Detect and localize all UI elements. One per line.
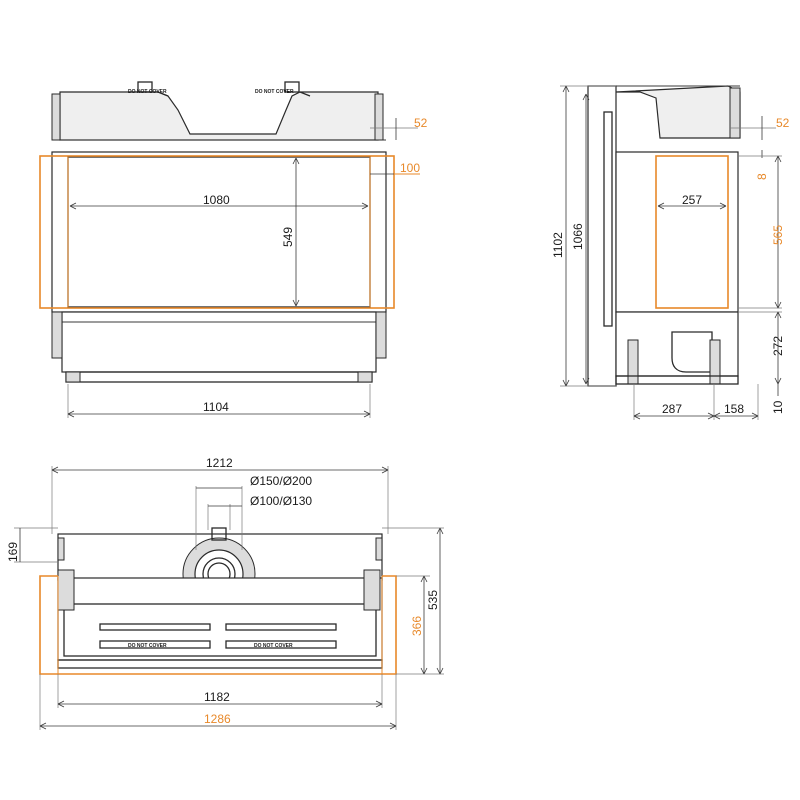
top-dim-flue-outer: Ø150/Ø200 — [250, 474, 312, 488]
top-label-vent-right: DO NOT COVER — [254, 643, 293, 649]
front-dim-overall-width: 1104 — [203, 400, 229, 414]
top-dim-1286-arrows — [39, 722, 397, 730]
side-view: 1102 1066 52 8 565 272 10 257 — [551, 85, 790, 420]
top-label-vent-left: DO NOT COVER — [128, 643, 167, 649]
front-dim-frame: 100 — [400, 161, 420, 175]
top-cladding-outline — [39, 575, 397, 675]
side-foot-right — [709, 339, 721, 385]
front-dim-top-gap: 52 — [414, 116, 428, 130]
side-front-body — [615, 151, 739, 313]
side-dim-base-height: 272 — [771, 336, 785, 356]
front-side-bracket-right — [374, 93, 384, 141]
top-vent-right-lower — [225, 640, 337, 649]
front-foot-right — [357, 371, 373, 383]
side-dim-272-arrows — [774, 311, 782, 385]
side-rear-panel — [603, 111, 613, 327]
top-front-plinth — [57, 659, 383, 669]
side-dim-total-height: 1102 — [551, 232, 565, 258]
front-body — [51, 151, 387, 313]
side-dim-565-arrows — [774, 155, 782, 309]
side-dim-base-depth: 287 — [662, 402, 682, 416]
side-dim-top-gap: 52 — [776, 116, 790, 130]
top-vent-left-lower — [99, 640, 211, 649]
side-dim-1102-arrows — [562, 85, 570, 387]
top-rear-bracket-right — [375, 537, 383, 561]
top-dim-flue-inner: Ø100/Ø130 — [250, 494, 312, 508]
top-dim-left-depth: 169 — [6, 542, 20, 562]
side-top-hood-inner — [729, 87, 741, 139]
top-side-right — [363, 569, 381, 611]
side-plinth — [615, 375, 739, 385]
side-base-duct — [671, 331, 713, 373]
front-dim-549-arrows — [292, 157, 300, 307]
front-dim-1104-arrows — [67, 410, 371, 418]
side-dim-back-depth: 158 — [724, 402, 744, 416]
front-side-panel-left — [51, 311, 63, 359]
top-view: DO NOT COVER DO NOT COVER 1212 Ø150/Ø200… — [6, 456, 444, 730]
side-dim-small: 8 — [755, 173, 769, 180]
side-foot-left — [627, 339, 639, 385]
top-rear-bracket-left — [57, 537, 65, 561]
side-cladding-outline — [655, 155, 729, 309]
front-base — [61, 311, 377, 373]
side-dim-body-height: 1066 — [571, 223, 585, 250]
front-top-housing — [59, 91, 379, 141]
top-dim-1212-arrows — [51, 466, 389, 474]
top-front-inner — [63, 603, 377, 657]
top-vent-right-upper — [225, 623, 337, 631]
front-label-top-right: DO NOT COVER — [255, 89, 294, 95]
front-dim-1080-arrows — [69, 202, 369, 210]
side-dim-depth: 257 — [682, 193, 702, 207]
side-dim-feet: 10 — [771, 400, 785, 414]
top-dim-1182-arrows — [57, 700, 383, 708]
front-side-bracket-left — [51, 93, 61, 141]
front-label-top-left: DO NOT COVER — [128, 89, 167, 95]
side-dim-opening-height: 565 — [771, 225, 785, 245]
front-base-plinth — [65, 371, 373, 383]
top-dim-right-depth: 535 — [426, 590, 440, 610]
top-front-body — [57, 577, 383, 661]
top-side-left — [57, 569, 75, 611]
front-cladding-outline — [39, 155, 395, 309]
top-vent-left-upper — [99, 623, 211, 631]
front-view: DO NOT COVER DO NOT COVER 1080 549 1 — [39, 81, 428, 418]
top-flue-neck — [211, 527, 227, 541]
side-dim-287-158-arrows — [633, 412, 759, 420]
side-rear-body — [587, 85, 617, 387]
top-dim-inner-width: 1182 — [204, 690, 230, 704]
side-dim-1066-arrows — [582, 93, 590, 385]
top-dim-total-width: 1286 — [204, 712, 231, 726]
top-dim-535-arrows — [436, 527, 444, 675]
front-dim-opening-width: 1080 — [203, 193, 230, 207]
top-dim-width: 1212 — [206, 456, 233, 470]
front-hook-right — [284, 81, 300, 93]
front-dim-opening-height: 549 — [281, 227, 295, 247]
side-dim-257-arrows — [657, 202, 727, 210]
top-dim-opening-depth: 366 — [410, 616, 424, 636]
side-top-hood — [615, 85, 741, 139]
front-hook-left — [137, 81, 153, 93]
top-dim-366-arrows — [420, 575, 428, 675]
front-side-panel-right — [375, 311, 387, 359]
front-foot-left — [65, 371, 81, 383]
